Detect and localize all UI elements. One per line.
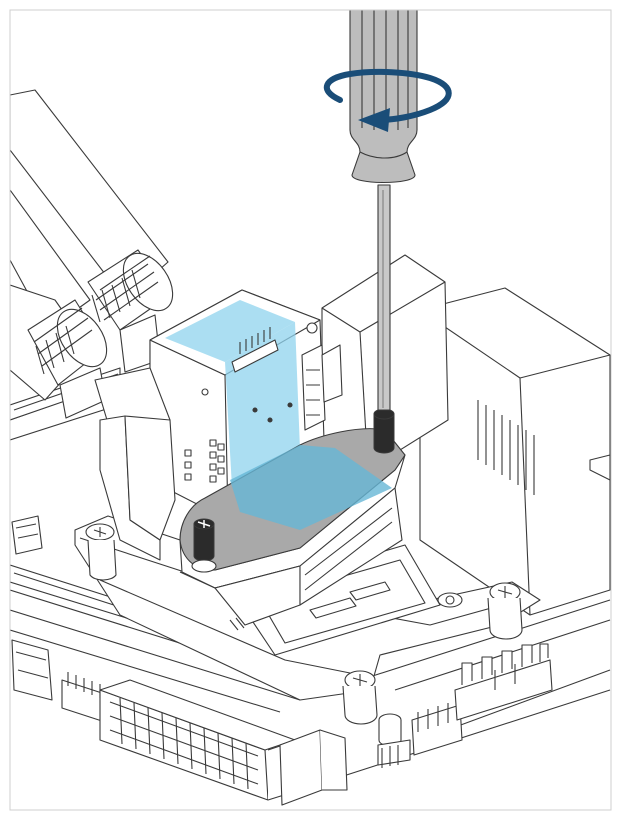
screwdriver — [349, 10, 418, 411]
pump-header-pins — [184, 439, 225, 483]
cpu-socket — [229, 544, 441, 656]
coolant-tubes — [10, 89, 174, 419]
socket-frame — [214, 487, 403, 626]
tube-fitting-lower — [27, 299, 108, 386]
thermal-highlight-plate — [230, 445, 392, 530]
sata-connector — [11, 639, 53, 701]
figure-frame — [9, 9, 612, 811]
thermal-highlight-top — [165, 300, 295, 362]
fan-headers — [454, 643, 553, 721]
pump-top-connector — [231, 327, 279, 373]
vrm-heatsink — [419, 287, 611, 616]
standoff-screw-right — [373, 408, 395, 454]
screwdriver-shaft — [377, 184, 391, 411]
scene — [10, 10, 611, 806]
mounting-plate — [179, 428, 406, 589]
pump-side-connector — [301, 344, 343, 431]
standoff-screw-left — [191, 518, 217, 573]
bottom-connectors — [279, 703, 463, 806]
screwdriver-handle — [349, 10, 418, 184]
clockwise-rotation-arrow-icon — [323, 68, 452, 132]
tube-fitting-upper — [87, 249, 174, 331]
usb-header — [11, 515, 43, 555]
